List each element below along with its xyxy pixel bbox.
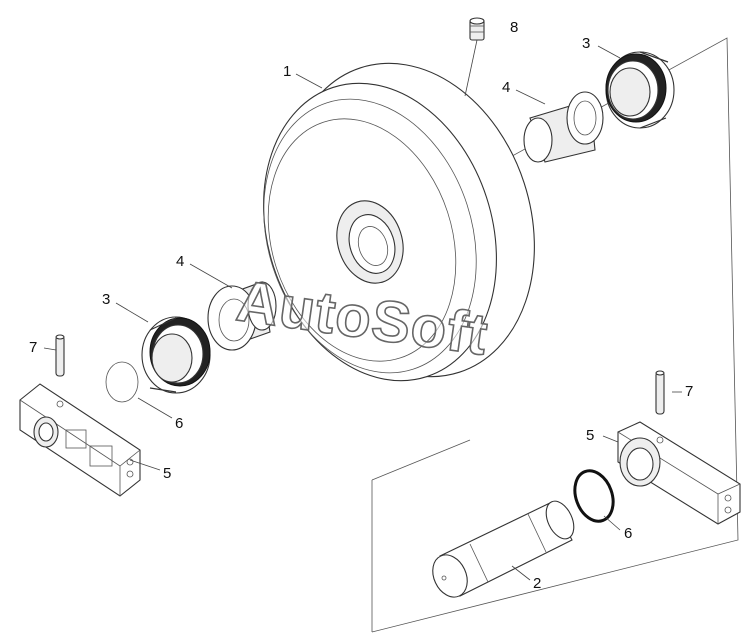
callout-6-right: 6 <box>624 525 632 542</box>
bushing-upper <box>523 91 604 163</box>
support-bracket-left <box>19 383 141 497</box>
callout-8: 8 <box>510 19 518 36</box>
idler-wheel <box>263 62 535 382</box>
bushing-lower <box>207 281 277 351</box>
o-ring-left <box>105 361 139 403</box>
support-bracket-right <box>617 421 741 525</box>
seal-ring-lower <box>141 316 211 394</box>
o-ring-right <box>573 469 615 523</box>
plug-part <box>469 17 485 41</box>
shaft <box>432 500 575 598</box>
callout-2: 2 <box>533 575 541 592</box>
callout-labels: 1 8 3 4 4 3 7 6 5 7 5 6 2 <box>29 19 693 592</box>
callout-1: 1 <box>283 63 291 80</box>
pin-right <box>655 370 665 415</box>
pin-left <box>55 334 65 377</box>
callout-3-lower: 3 <box>102 291 110 308</box>
callout-5-right: 5 <box>586 427 594 444</box>
callout-4-lower: 4 <box>176 253 184 270</box>
callout-3-upper: 3 <box>582 35 590 52</box>
leader-lines <box>43 39 682 581</box>
seal-ring-upper <box>605 51 675 129</box>
callout-7-left: 7 <box>29 339 37 356</box>
callout-7-right: 7 <box>685 383 693 400</box>
callout-4-upper: 4 <box>502 79 510 96</box>
callout-6-left: 6 <box>175 415 183 432</box>
callout-5-left: 5 <box>163 465 171 482</box>
